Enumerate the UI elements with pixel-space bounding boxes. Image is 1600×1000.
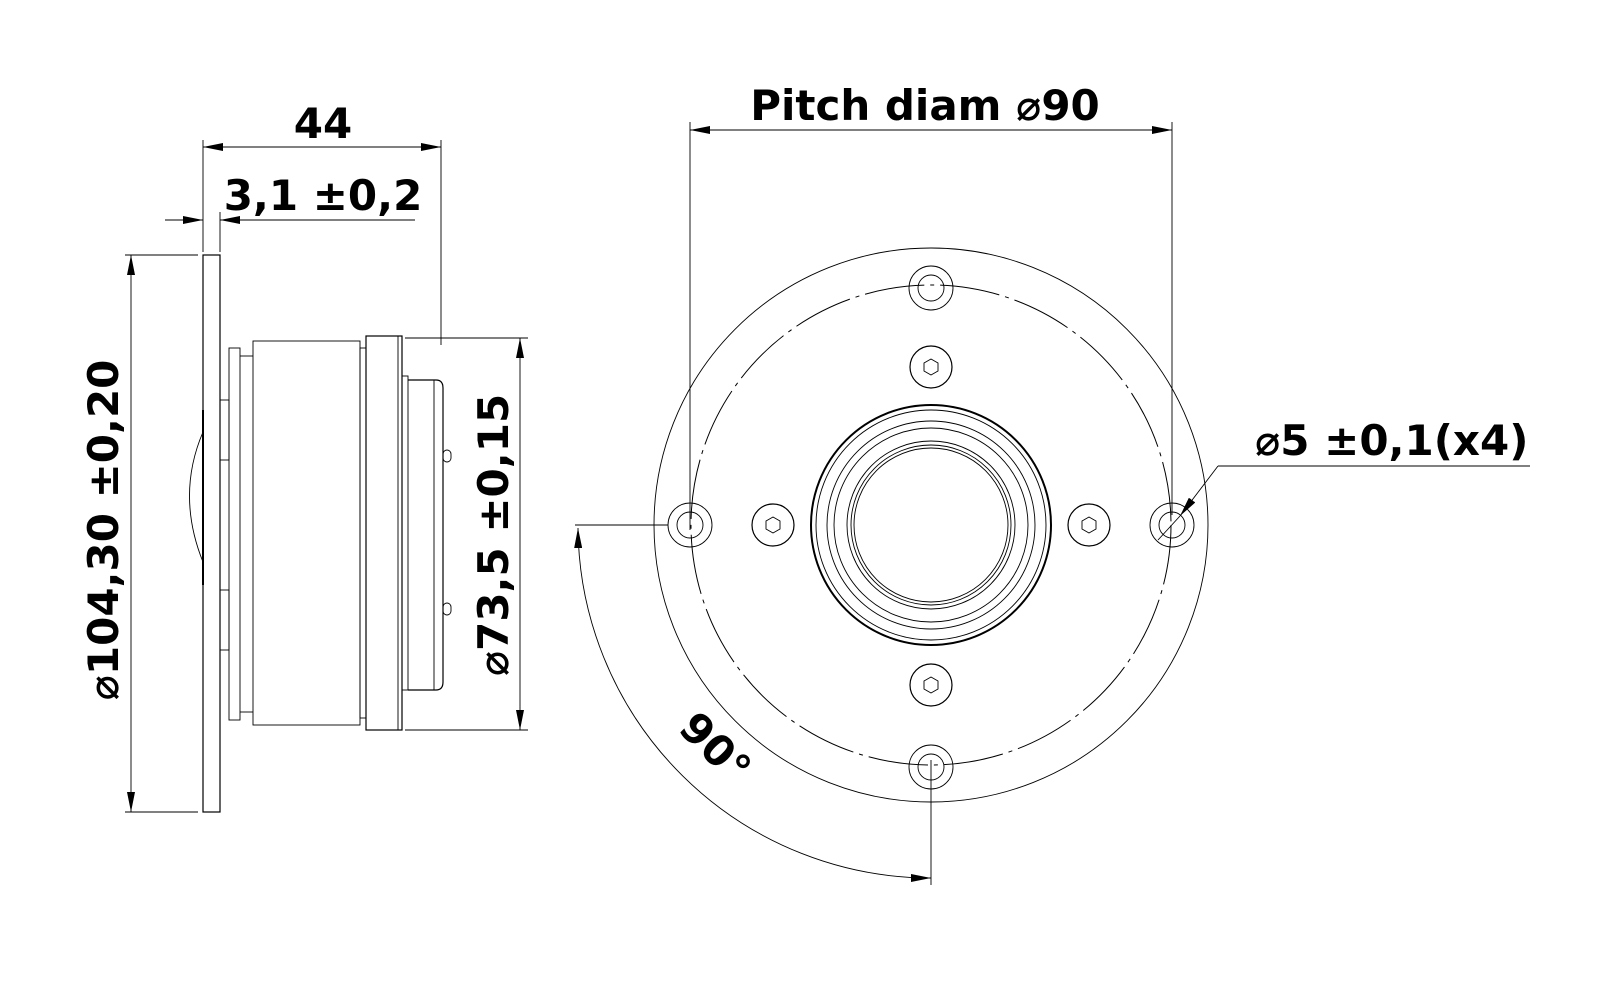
pitch-circle — [690, 284, 1172, 766]
hex-screw-icon — [909, 663, 953, 707]
body-diameter-label: ⌀73,5 ±0,15 — [469, 394, 518, 676]
hole-angle-label: 90° — [670, 702, 761, 793]
center-ring — [810, 404, 1052, 646]
terminals — [442, 449, 452, 616]
dimension-flange-thickness: 3,1 ±0,2 — [165, 171, 422, 252]
outer-flange-circle — [653, 247, 1209, 803]
magnet-plate — [365, 335, 403, 731]
dimension-flange-diameter: ⌀104,30 ±0,20 — [79, 254, 198, 813]
flange-thickness-label: 3,1 ±0,2 — [224, 171, 423, 220]
back-cap — [408, 379, 444, 691]
dimension-depth: 44 — [202, 99, 442, 345]
flange-tabs — [219, 399, 230, 651]
dome — [189, 431, 204, 563]
dimension-hole-diameter: ⌀5 ±0,1(x4) — [1157, 416, 1530, 541]
motor-body — [252, 340, 361, 726]
mounting-hole — [908, 265, 954, 311]
flange-diameter-label: ⌀104,30 ±0,20 — [79, 360, 128, 701]
flange — [202, 254, 221, 813]
side-view: 44 3,1 ±0,2 ⌀104,30 ±0,20 ⌀73,5 ±0,15 — [79, 99, 528, 813]
pitch-diameter-label: Pitch diam ⌀90 — [750, 81, 1100, 130]
hole-diameter-label: ⌀5 ±0,1(x4) — [1255, 416, 1528, 465]
dimension-body-diameter: ⌀73,5 ±0,15 — [405, 337, 528, 731]
hex-screw-icon — [909, 345, 953, 389]
front-view: Pitch diam ⌀90 ⌀5 ±0,1(x4) 90° — [574, 81, 1530, 885]
body-gap — [359, 347, 367, 719]
hex-screw-icon — [1067, 503, 1111, 547]
depth-label: 44 — [294, 99, 352, 148]
dimension-pitch-diameter: Pitch diam ⌀90 — [689, 81, 1173, 530]
hex-screws — [751, 345, 1111, 707]
mounting-holes — [667, 265, 1195, 790]
hex-screw-icon — [751, 503, 795, 547]
front-ring — [228, 347, 241, 721]
dimension-hole-angle: 90° — [574, 524, 932, 885]
